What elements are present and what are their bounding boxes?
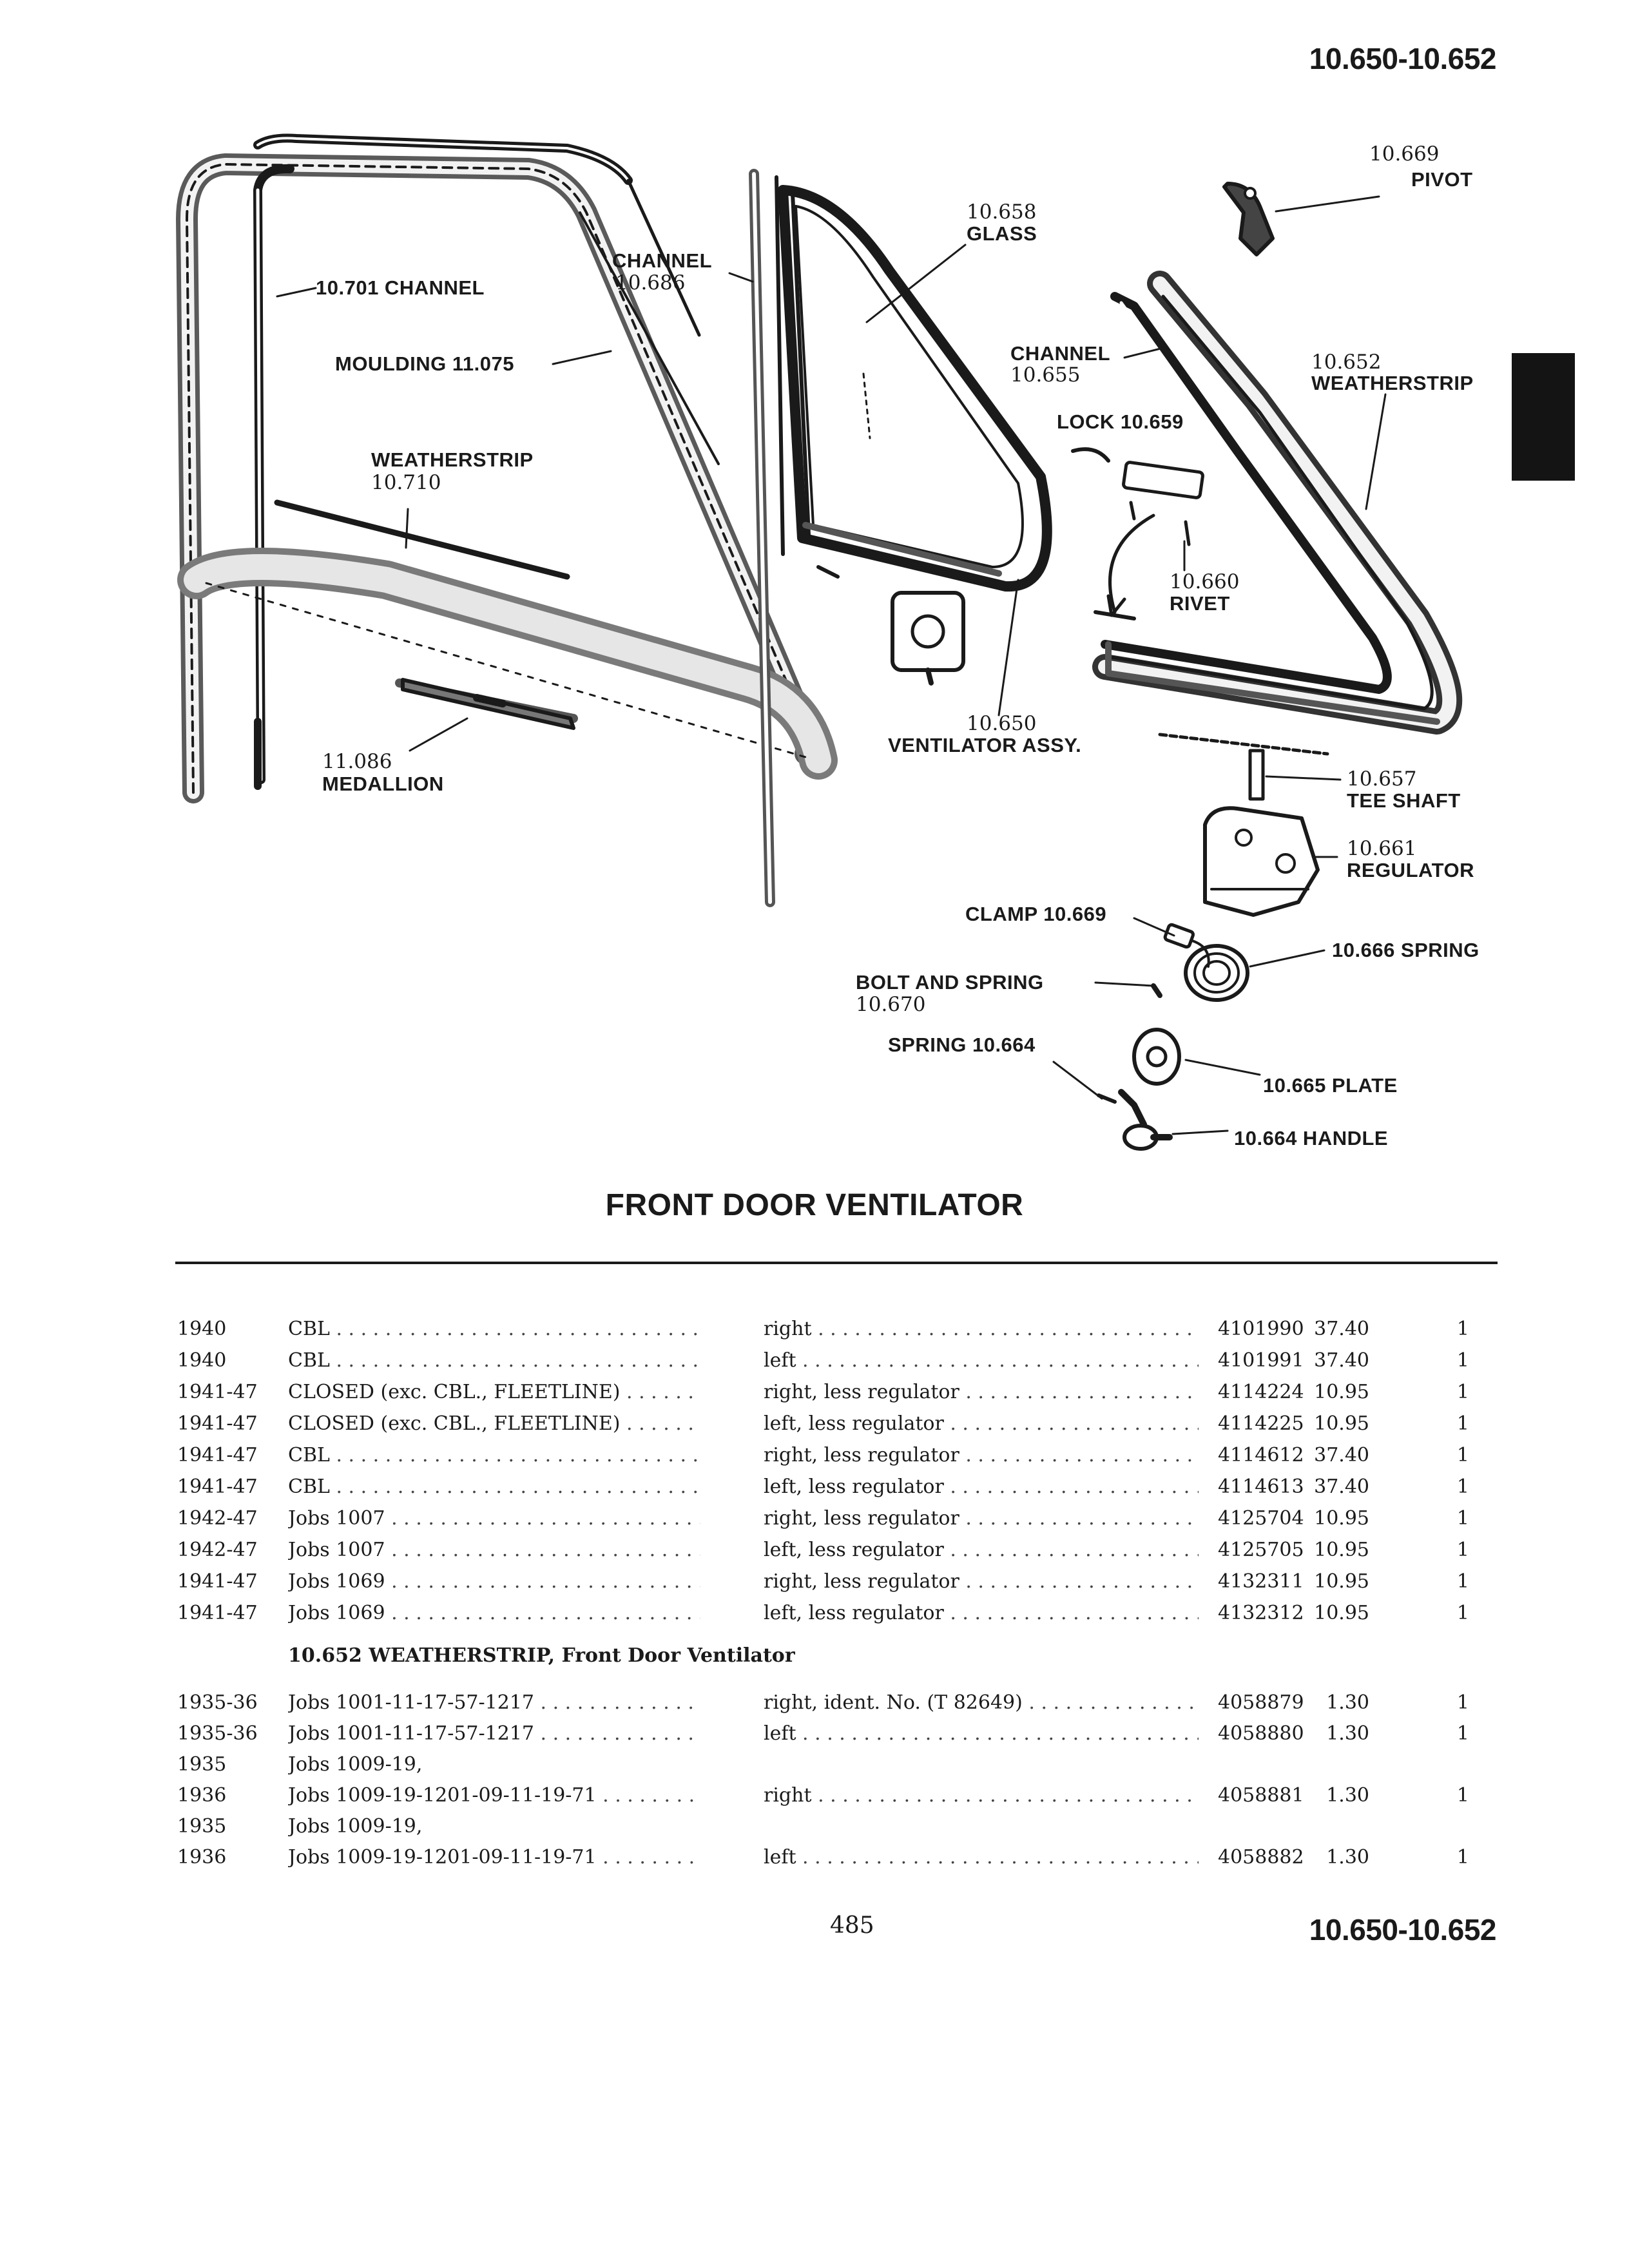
- table-row: 1936 Jobs 1009-19-1201-09-11-19-71 right…: [0, 1781, 1629, 1811]
- label-channel-10686: CHANNEL: [612, 249, 713, 272]
- table-row: 1935-36 Jobs 1001-11-17-57-1217 right, i…: [0, 1688, 1629, 1718]
- lower-parts-drawing: [1097, 733, 1329, 1151]
- table-row: 1941-47 CLOSED (exc. CBL., FLEETLINE) le…: [0, 1409, 1629, 1439]
- label-weatherstrip-10710: WEATHERSTRIP: [371, 448, 534, 471]
- weatherstrip-group-heading: 10.652 WEATHERSTRIP, Front Door Ventilat…: [288, 1644, 795, 1667]
- label-glass-number: 10.658: [967, 200, 1037, 224]
- label-plate: 10.665 PLATE: [1263, 1074, 1398, 1097]
- table-row: 1935 Jobs 1009-19,: [177, 1815, 423, 1838]
- exploded-parts-diagram: 10.701 CHANNEL CHANNEL 10.686 MOULDING 1…: [176, 133, 1480, 1151]
- table-row: 1941-47 CLOSED (exc. CBL., FLEETLINE) ri…: [0, 1378, 1629, 1407]
- label-channel-10686-number: 10.686: [615, 271, 686, 294]
- table-row: 1941-47 CBL right, less regulator 411461…: [0, 1441, 1629, 1470]
- label-lock: LOCK 10.659: [1057, 410, 1184, 433]
- vent-frame-drawing: [1071, 271, 1463, 735]
- page-number: 485: [830, 1912, 874, 1939]
- section-edge-tab: [1512, 353, 1575, 481]
- label-regulator: REGULATOR: [1347, 859, 1474, 881]
- label-tee-shaft: TEE SHAFT: [1347, 789, 1461, 812]
- label-pivot-number: 10.669: [1369, 142, 1440, 166]
- diagram-drawing: [176, 133, 1463, 1151]
- label-regulator-number: 10.661: [1347, 837, 1417, 860]
- table-row: 1940 CBL right 4101990 37.40 1: [0, 1314, 1629, 1344]
- table-row: 1935-36 Jobs 1001-11-17-57-1217 left 405…: [0, 1719, 1629, 1749]
- label-weatherstrip-10652-number: 10.652: [1311, 351, 1382, 374]
- table-row: 1941-47 CBL left, less regulator 4114613…: [0, 1472, 1629, 1502]
- label-medallion-number: 11.086: [322, 750, 392, 773]
- section-title: FRONT DOOR VENTILATOR: [605, 1188, 1024, 1222]
- label-bolt-and-spring: BOLT AND SPRING: [856, 971, 1044, 994]
- label-weatherstrip-10710-number: 10.710: [371, 471, 441, 494]
- page-reference-bottom: 10.650-10.652: [1309, 1913, 1497, 1946]
- label-tee-shaft-number: 10.657: [1347, 767, 1417, 791]
- ventilator-assembly-drawing: [778, 185, 1052, 686]
- medallion-drawing: [401, 678, 575, 730]
- table-row: 1935 Jobs 1009-19,: [177, 1753, 423, 1776]
- label-spring-10666: 10.666 SPRING: [1332, 939, 1480, 961]
- label-ventilator-number: 10.650: [967, 712, 1037, 735]
- table-row: 1942-47 Jobs 1007 left, less regulator 4…: [0, 1535, 1629, 1565]
- table-row: 1936 Jobs 1009-19-1201-09-11-19-71 left …: [0, 1843, 1629, 1872]
- label-moulding: MOULDING 11.075: [335, 352, 514, 375]
- table-row: 1940 CBL left 4101991 37.40 1: [0, 1346, 1629, 1376]
- label-glass: GLASS: [967, 222, 1037, 245]
- label-weatherstrip-10652: WEATHERSTRIP: [1311, 372, 1474, 394]
- pivot-drawing: [1222, 182, 1275, 256]
- label-rivet: RIVET: [1170, 592, 1230, 615]
- table-row: 1942-47 Jobs 1007 right, less regulator …: [0, 1504, 1629, 1533]
- label-rivet-number: 10.660: [1170, 570, 1240, 593]
- label-bolt-number: 10.670: [856, 993, 926, 1016]
- label-handle: 10.664 HANDLE: [1234, 1127, 1389, 1149]
- label-channel-10701: 10.701 CHANNEL: [316, 276, 485, 299]
- label-channel-10655: CHANNEL: [1010, 342, 1111, 365]
- label-ventilator-assy: VENTILATOR ASSY.: [888, 734, 1082, 756]
- label-pivot: PIVOT: [1411, 168, 1473, 191]
- label-clamp: CLAMP 10.669: [965, 903, 1107, 925]
- label-spring-10664: SPRING 10.664: [888, 1033, 1036, 1056]
- label-medallion: MEDALLION: [322, 773, 444, 795]
- label-channel-10655-number: 10.655: [1010, 363, 1081, 387]
- table-row: 1941-47 Jobs 1069 left, less regulator 4…: [0, 1599, 1629, 1628]
- door-frame-drawing: [176, 133, 838, 907]
- page-reference-top: 10.650-10.652: [1309, 42, 1497, 75]
- table-row: 1941-47 Jobs 1069 right, less regulator …: [0, 1567, 1629, 1597]
- leader-lines: [276, 195, 1387, 1135]
- section-divider: [175, 1262, 1498, 1264]
